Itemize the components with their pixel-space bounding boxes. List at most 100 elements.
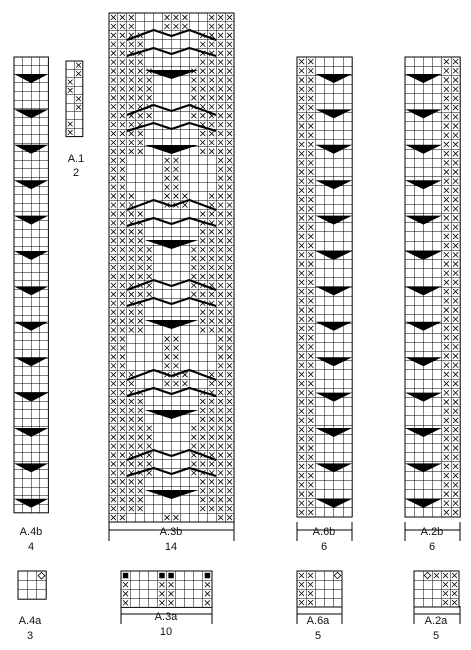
cross-stitch-symbol <box>146 461 152 467</box>
cross-stitch-symbol <box>443 242 450 249</box>
cross-stitch-symbol <box>452 86 459 93</box>
cross-stitch-symbol <box>164 157 170 164</box>
cross-stitch-symbol <box>128 309 135 315</box>
cross-stitch-symbol <box>443 261 450 267</box>
cross-stitch-symbol <box>307 132 314 139</box>
cross-stitch-symbol <box>442 590 449 597</box>
cross-stitch-symbol <box>146 443 152 449</box>
cross-stitch-symbol <box>443 196 450 203</box>
cross-stitch-symbol <box>443 270 450 277</box>
cross-stitch-symbol <box>217 157 224 164</box>
cross-stitch-symbol <box>443 463 450 470</box>
cross-stitch-symbol <box>119 425 126 432</box>
cross-stitch-symbol <box>122 590 129 597</box>
cross-stitch-symbol <box>226 68 233 74</box>
cross-stitch-symbol <box>110 505 117 512</box>
cross-stitch-symbol <box>119 282 126 289</box>
cross-stitch-symbol <box>191 112 197 119</box>
cross-stitch-symbol <box>307 463 314 470</box>
cross-stitch-symbol <box>217 14 224 21</box>
cross-stitch-symbol <box>226 166 233 173</box>
cross-stitch-symbol <box>119 345 126 351</box>
cross-stitch-symbol <box>119 398 126 405</box>
cross-stitch-symbol <box>443 491 450 497</box>
cross-stitch-symbol <box>119 103 126 110</box>
cross-stitch-symbol <box>307 454 314 461</box>
cross-stitch-symbol <box>226 246 233 253</box>
count-a6a: 5 <box>315 630 321 642</box>
cross-stitch-symbol <box>226 112 233 119</box>
grid-border <box>413 570 460 608</box>
filled-square-symbol <box>168 572 174 579</box>
cross-stitch-symbol <box>298 104 305 111</box>
cross-stitch-symbol <box>173 345 179 351</box>
chart-a1 <box>65 60 84 138</box>
cross-stitch-symbol <box>199 41 206 48</box>
cross-stitch-symbol <box>137 398 144 405</box>
cross-stitch-symbol <box>443 224 450 231</box>
cross-stitch-symbol <box>199 139 206 146</box>
cross-stitch-symbol <box>226 389 233 396</box>
label-a6a: A.6a <box>307 615 331 627</box>
cross-stitch-symbol <box>217 95 224 101</box>
cross-stitch-symbol <box>168 600 174 606</box>
decrease-wedge-symbol <box>14 144 49 154</box>
cross-stitch-symbol <box>217 336 224 342</box>
cross-stitch-symbol <box>173 23 179 30</box>
cross-stitch-symbol <box>217 50 224 56</box>
cross-stitch-symbol <box>146 470 152 476</box>
cross-stitch-symbol <box>199 479 206 485</box>
decrease-wedge-symbol <box>405 428 442 437</box>
cross-stitch-symbol <box>110 50 117 56</box>
cross-stitch-symbol <box>226 398 233 405</box>
cross-stitch-symbol <box>443 113 450 120</box>
cross-stitch-symbol <box>298 380 305 387</box>
cross-stitch-symbol <box>208 264 215 271</box>
cross-stitch-symbol <box>226 23 233 30</box>
cross-stitch-symbol <box>122 581 129 588</box>
cable-line-symbol <box>126 296 217 308</box>
cross-stitch-symbol <box>307 113 314 120</box>
cable-line-symbol <box>126 121 217 133</box>
cross-stitch-symbol <box>452 380 459 387</box>
cross-stitch-symbol <box>452 297 459 304</box>
cross-stitch-symbol <box>298 316 305 323</box>
count-a2a: 5 <box>433 630 439 642</box>
cross-stitch-symbol <box>199 211 206 217</box>
cross-stitch-symbol <box>217 505 224 512</box>
cross-stitch-symbol <box>443 343 450 350</box>
cross-stitch-symbol <box>208 130 215 137</box>
decrease-wedge-symbol <box>14 109 49 119</box>
cross-stitch-symbol <box>217 362 224 369</box>
decrease-wedge-symbol <box>405 321 442 331</box>
chart-a3a <box>120 570 213 608</box>
cross-stitch-symbol <box>226 41 233 48</box>
cross-stitch-symbol <box>199 112 206 119</box>
cross-stitch-symbol <box>110 300 117 307</box>
cross-stitch-symbol <box>137 68 144 74</box>
cross-stitch-symbol <box>173 157 179 164</box>
cross-stitch-symbol <box>298 297 305 304</box>
cross-stitch-symbol <box>298 389 305 396</box>
cross-stitch-symbol <box>298 77 305 83</box>
cross-stitch-symbol <box>307 141 314 148</box>
cross-stitch-symbol <box>119 166 126 173</box>
cable-line-symbol <box>126 28 217 42</box>
cross-stitch-symbol <box>110 139 117 146</box>
cross-stitch-symbol <box>307 435 314 442</box>
cross-stitch-symbol <box>208 121 215 128</box>
cross-stitch-symbol <box>119 157 126 164</box>
count-a3b: 14 <box>165 541 177 553</box>
bracket-a2b <box>404 522 461 541</box>
cross-stitch-symbol <box>204 600 211 606</box>
cross-stitch-symbol <box>298 169 305 175</box>
cross-stitch-symbol <box>307 279 314 286</box>
cross-stitch-symbol <box>146 282 152 289</box>
cross-stitch-symbol <box>443 279 450 286</box>
cross-stitch-symbol <box>307 58 314 65</box>
label-a4a: A.4a <box>19 615 43 627</box>
cross-stitch-symbol <box>122 600 129 606</box>
cable-line-symbol <box>126 278 217 292</box>
cross-stitch-symbol <box>442 572 449 579</box>
cross-stitch-symbol <box>128 121 135 128</box>
